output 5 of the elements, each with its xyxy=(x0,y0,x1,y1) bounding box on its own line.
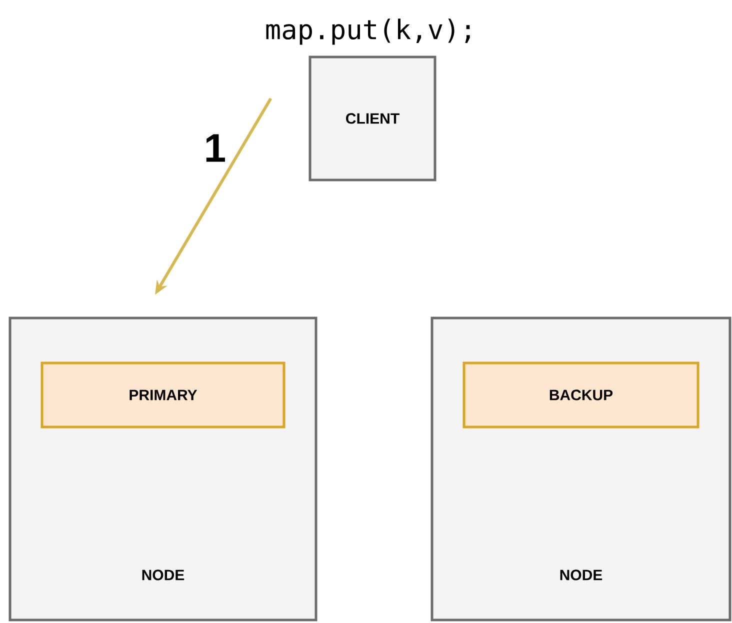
step-number: 1 xyxy=(206,134,225,162)
code-caption: map.put(k,v); xyxy=(266,18,470,45)
client-box: CLIENT xyxy=(308,56,436,182)
role-box: PRIMARY xyxy=(40,362,286,428)
role-box: BACKUP xyxy=(462,362,700,428)
